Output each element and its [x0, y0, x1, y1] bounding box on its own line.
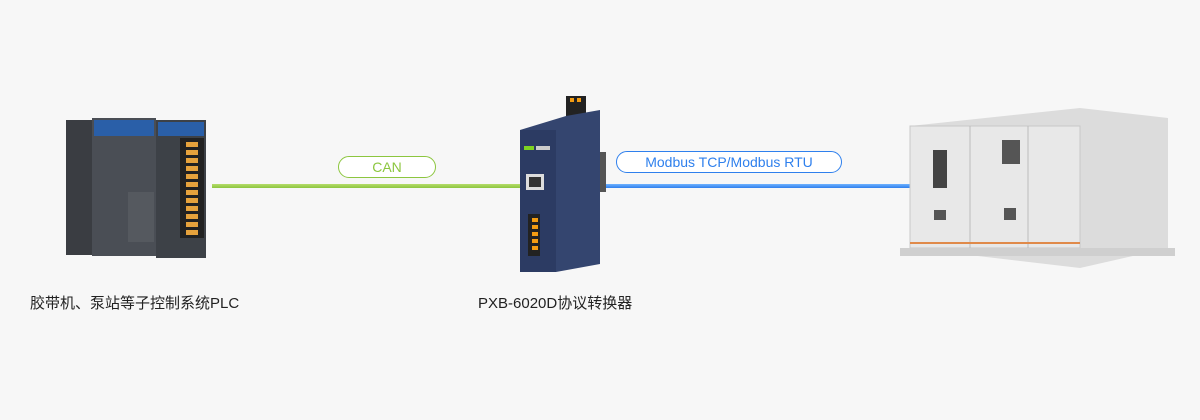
can-link-line — [212, 184, 522, 188]
can-label: CAN — [338, 156, 436, 178]
modbus-link-line — [596, 184, 912, 188]
plc-device-image — [62, 112, 217, 262]
converter-caption: PXB-6020D协议转换器 — [478, 295, 633, 312]
plc-caption: 胶带机、泵站等子控制系统PLC — [30, 295, 240, 312]
converter-device-image — [516, 92, 608, 277]
modbus-label: Modbus TCP/Modbus RTU — [616, 151, 842, 173]
switchgear-cabinet-image — [900, 98, 1180, 283]
